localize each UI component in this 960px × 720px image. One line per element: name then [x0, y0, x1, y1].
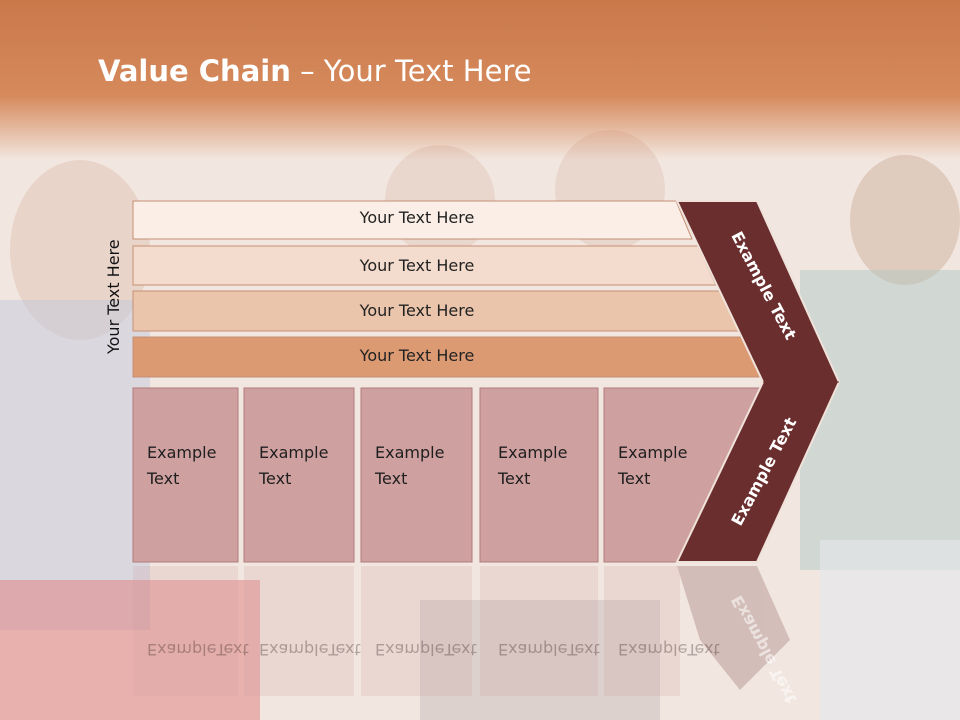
cell-2-text: Example Text: [259, 440, 328, 492]
band-4-label: Your Text Here: [359, 346, 475, 365]
cell-2-shape: [243, 387, 355, 563]
side-label: Your Text Here: [104, 239, 123, 354]
cell-4-line1: Example: [498, 443, 568, 462]
cell-5-text: Example Text: [618, 440, 687, 492]
cell-4-shape: [479, 387, 599, 563]
diagram-reflection: [133, 566, 790, 696]
band-1-shape: [132, 200, 693, 240]
cell-1-text: Example Text: [147, 440, 216, 492]
cell-5-reflection: ExampleText: [618, 640, 720, 659]
cell-4-text: Example Text: [498, 440, 567, 492]
band-1-label: Your Text Here: [359, 208, 475, 227]
cell-1-line1: Example: [147, 443, 217, 462]
cell-3-line1: Example: [375, 443, 445, 462]
cell-2-line1: Example: [259, 443, 329, 462]
cell-4-line2: Text: [498, 469, 531, 488]
cell-4-reflection: ExampleText: [498, 640, 600, 659]
cell-1-shape: [132, 387, 239, 563]
cell-1-line2: Text: [147, 469, 180, 488]
cell-2-reflection: ExampleText: [259, 640, 361, 659]
title-rest: – Your Text Here: [290, 54, 532, 88]
header-band: [0, 0, 960, 160]
cell-3-line2: Text: [375, 469, 408, 488]
band-2-label: Your Text Here: [359, 256, 475, 275]
cell-3-shape: [360, 387, 473, 563]
cell-5-line1: Example: [618, 443, 688, 462]
title-bold: Value Chain: [98, 54, 291, 88]
cell-3-reflection: ExampleText: [375, 640, 477, 659]
slide-title: Value Chain – Your Text Here: [98, 54, 532, 88]
cell-5-line2: Text: [618, 469, 651, 488]
band-3-label: Your Text Here: [359, 301, 475, 320]
cell-3-text: Example Text: [375, 440, 444, 492]
cell-2-line2: Text: [259, 469, 292, 488]
cell-1-reflection: ExampleText: [147, 640, 249, 659]
